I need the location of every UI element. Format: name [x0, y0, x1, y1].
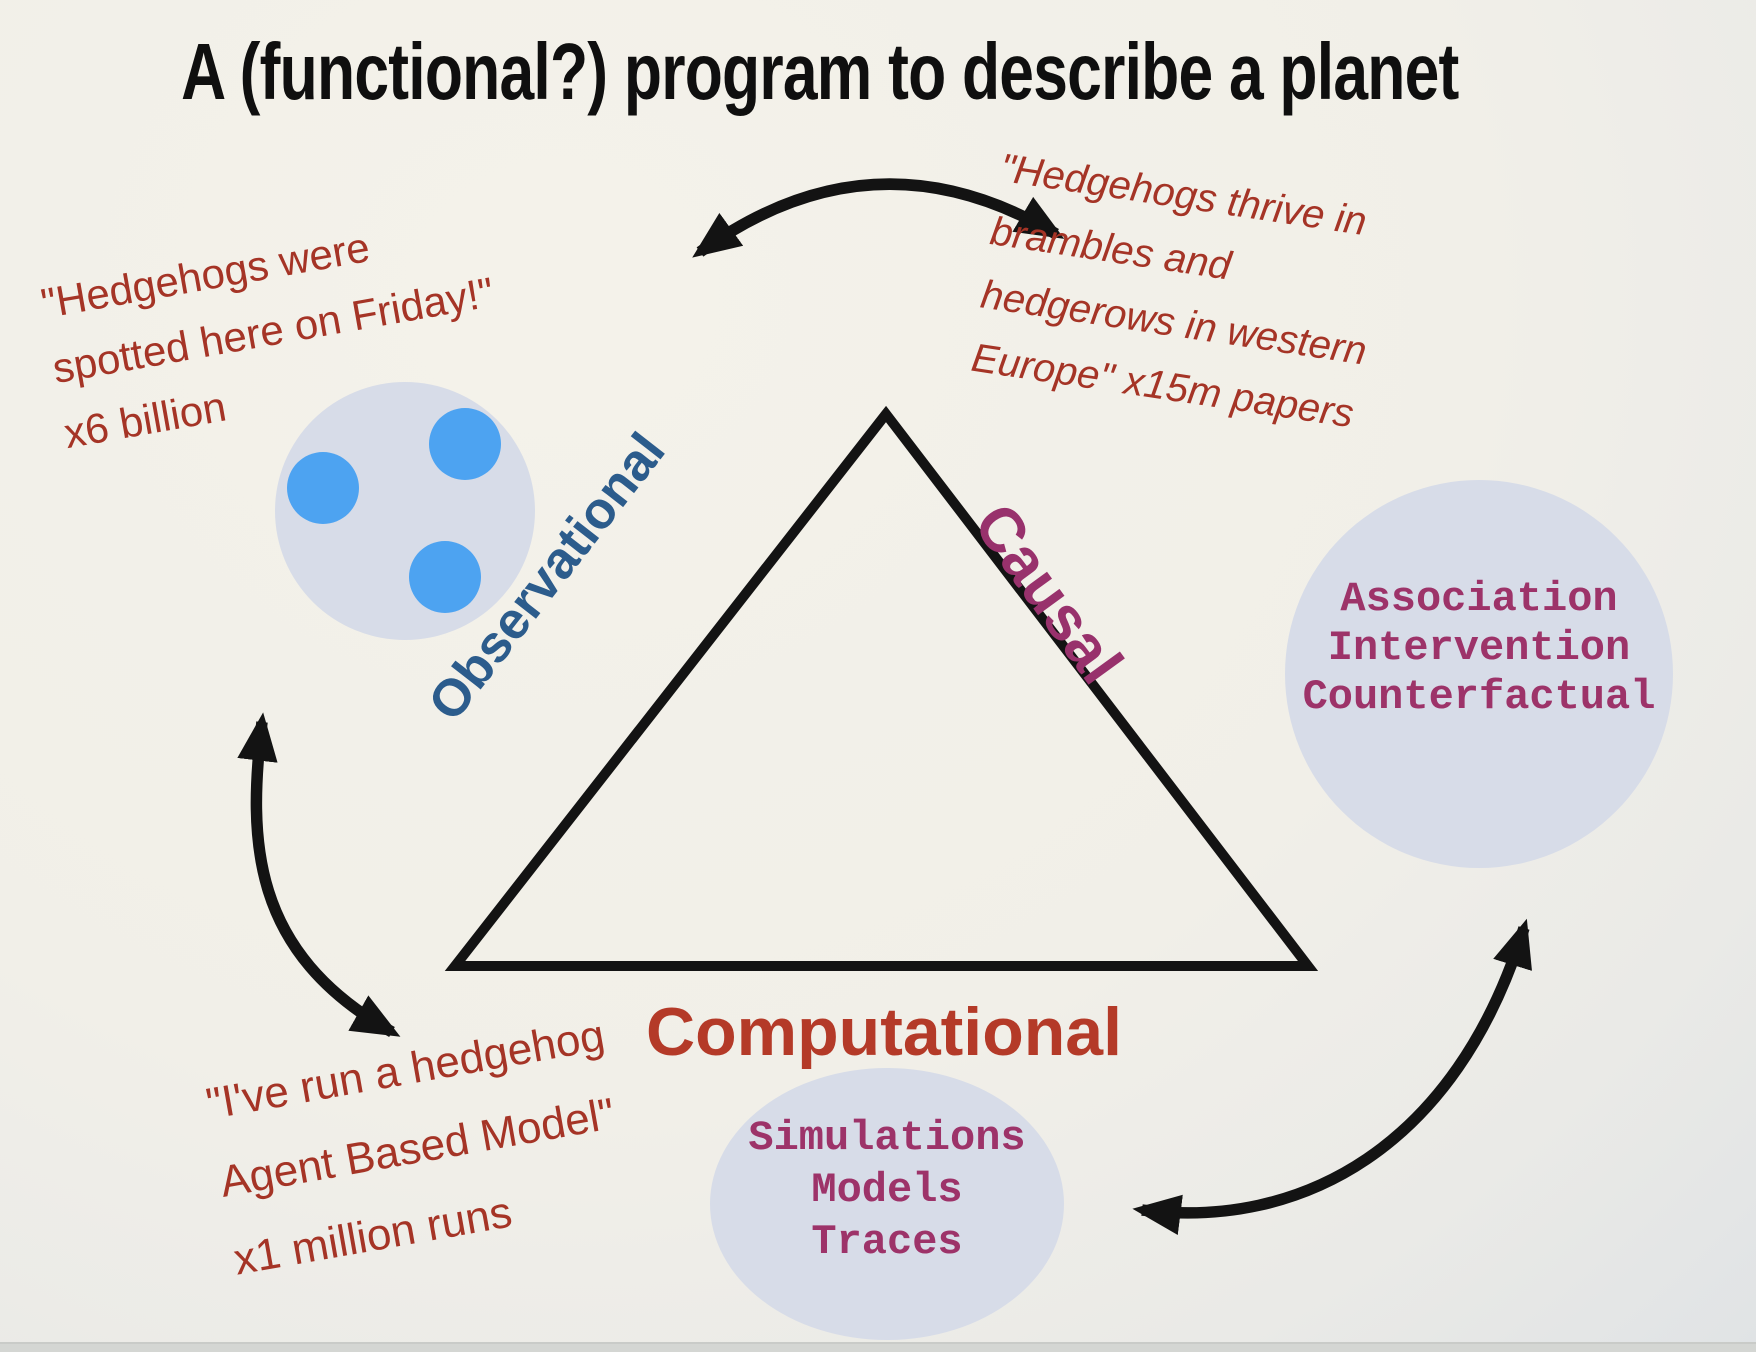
computational-outputs-text: Simulations Models Traces — [748, 1112, 1025, 1268]
slide-title: A (functional?) program to describe a pl… — [0, 26, 1698, 118]
edge-label-computational: Computational — [646, 994, 1122, 1070]
outputs-line: Traces — [811, 1218, 963, 1266]
outputs-line: Simulations — [748, 1114, 1026, 1162]
computational-outputs-circle: Simulations Models Traces — [710, 1068, 1064, 1340]
data-point-dot-icon — [287, 452, 359, 524]
ladder-line: Association — [1340, 574, 1618, 623]
data-point-dot-icon — [409, 541, 481, 613]
slide-bottom-edge — [0, 1342, 1756, 1352]
triangle-outline — [444, 405, 1319, 971]
ladder-line: Intervention — [1327, 623, 1631, 672]
causal-ladder-text: Association Intervention Counterfactual — [1303, 575, 1656, 722]
outputs-line: Models — [811, 1166, 963, 1214]
double-headed-arrow-top-icon — [692, 178, 1065, 258]
slide-title-text: A (functional?) program to describe a pl… — [181, 27, 1459, 116]
causal-ladder-circle: Association Intervention Counterfactual — [1285, 480, 1673, 868]
double-headed-arrow-left-icon — [237, 712, 401, 1038]
double-headed-arrow-right-icon — [1132, 918, 1532, 1235]
data-point-dot-icon — [429, 408, 501, 480]
observational-data-circle — [275, 382, 535, 640]
ladder-line: Counterfactual — [1302, 672, 1656, 721]
